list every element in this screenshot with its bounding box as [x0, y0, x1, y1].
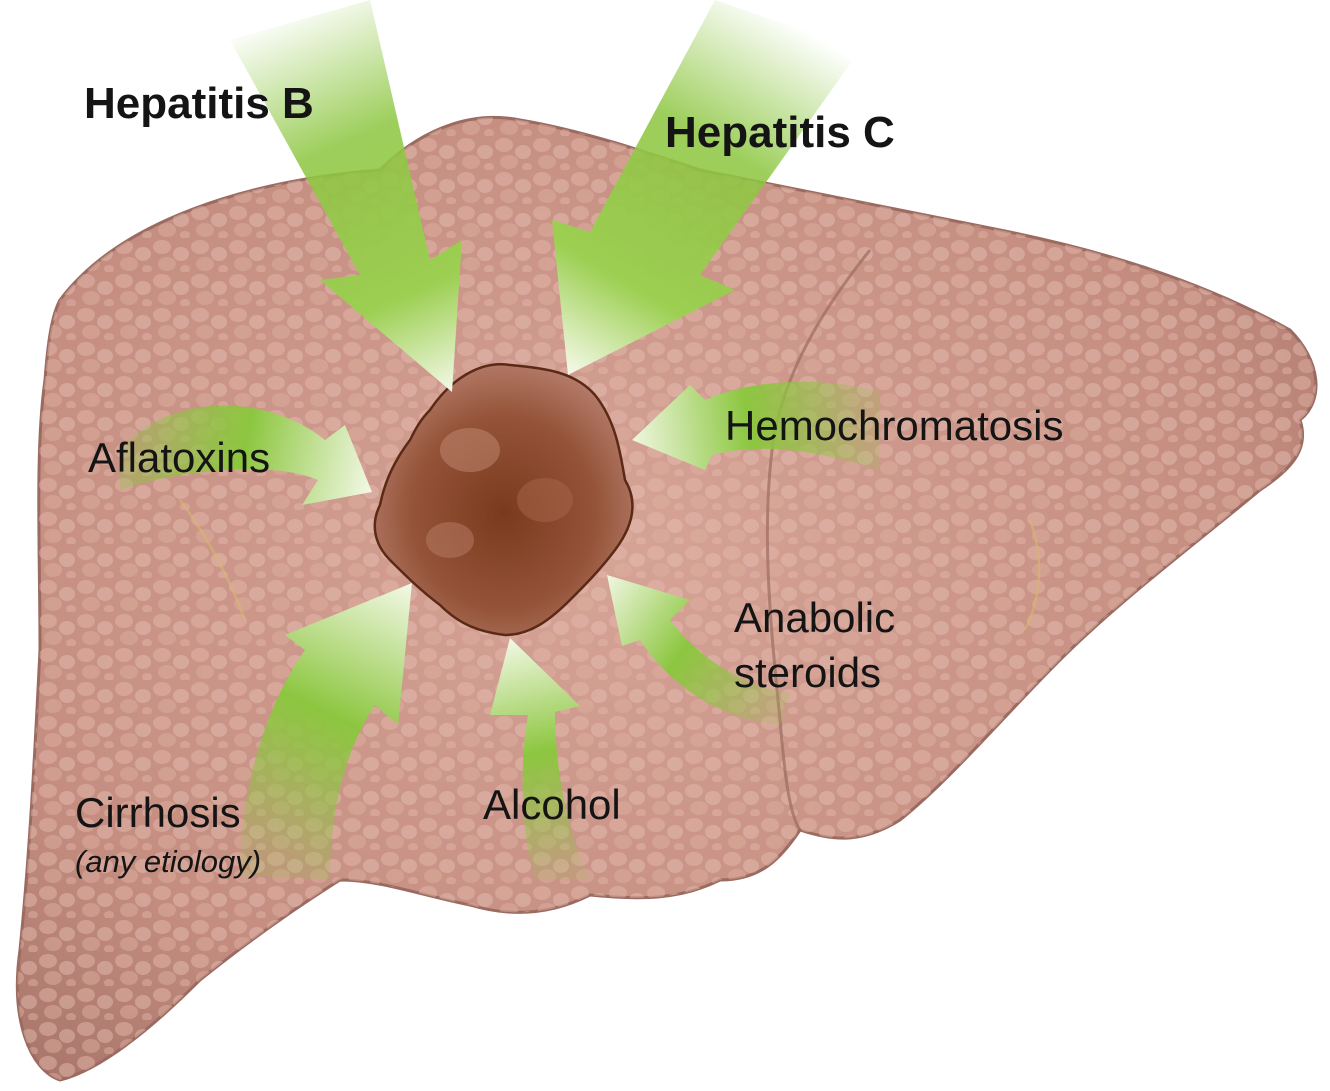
label-cirrhosis: Cirrhosis: [75, 792, 241, 834]
label-steroids: steroids: [734, 652, 881, 694]
label-hemochromatosis: Hemochromatosis: [725, 405, 1063, 447]
label-aflatoxins: Aflatoxins: [88, 437, 270, 479]
label-hepatitis-b: Hepatitis B: [84, 82, 314, 126]
label-alcohol: Alcohol: [483, 784, 621, 826]
label-anabolic: Anabolic: [734, 597, 895, 639]
label-hepatitis-c: Hepatitis C: [665, 111, 895, 155]
label-cirrhosis-note: (any etiology): [75, 846, 261, 877]
